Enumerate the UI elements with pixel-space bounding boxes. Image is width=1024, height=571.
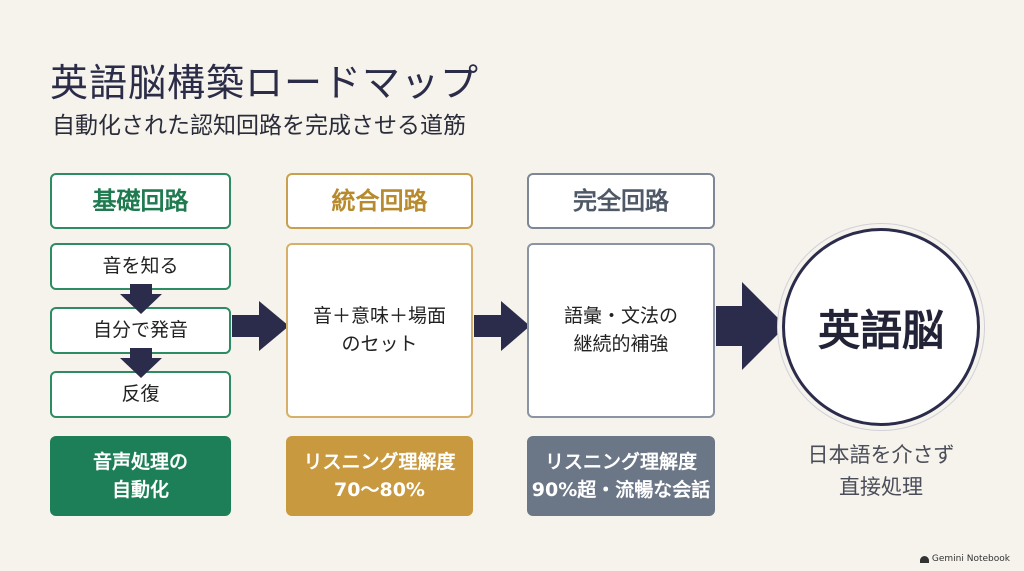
down-arrow-icon bbox=[120, 348, 162, 378]
watermark: Gemini Notebook bbox=[919, 554, 1010, 564]
footer-line: 音声処理の bbox=[92, 450, 188, 473]
stage-footer-integration: リスニング理解度 70〜80% bbox=[286, 436, 473, 516]
right-arrow-icon bbox=[232, 301, 289, 351]
stage-footer-basic: 音声処理の 自動化 bbox=[50, 436, 231, 516]
step-box-know-sounds: 音を知る bbox=[50, 243, 231, 290]
footer-line: リスニング理解度 bbox=[303, 450, 456, 473]
note-line: 日本語を介さず bbox=[807, 443, 955, 467]
stage-header-basic: 基礎回路 bbox=[50, 173, 231, 229]
right-arrow-icon bbox=[474, 301, 530, 351]
stage-header-complete: 完全回路 bbox=[527, 173, 715, 229]
page-subtitle: 自動化された認知回路を完成させる道筋 bbox=[52, 113, 466, 139]
stage-header-integration: 統合回路 bbox=[286, 173, 473, 229]
footer-line: リスニング理解度 bbox=[544, 450, 697, 473]
footer-line: 90%超・流暢な会話 bbox=[531, 479, 711, 501]
note-line: 直接処理 bbox=[839, 474, 923, 499]
watermark-text: Gemini Notebook bbox=[931, 554, 1010, 564]
footer-line: 70〜80% bbox=[334, 479, 425, 501]
footer-line: 自動化 bbox=[111, 479, 169, 501]
down-arrow-icon bbox=[120, 284, 162, 314]
step-box-pronounce: 自分で発音 bbox=[50, 307, 231, 354]
page-title: 英語脳構築ロードマップ bbox=[50, 61, 480, 105]
body-line: 継続的補強 bbox=[573, 332, 669, 355]
stage-body-complete: 語彙・文法の 継続的補強 bbox=[527, 243, 715, 418]
stage-body-integration: 音＋意味＋場面 のセット bbox=[286, 243, 473, 418]
right-arrow-icon bbox=[716, 282, 786, 370]
body-line: 音＋意味＋場面 bbox=[312, 304, 446, 327]
stage-footer-complete: リスニング理解度 90%超・流暢な会話 bbox=[527, 436, 715, 516]
step-box-repeat: 反復 bbox=[50, 371, 231, 418]
goal-circle: 英語脳 bbox=[782, 228, 980, 426]
body-line: 語彙・文法の bbox=[563, 304, 678, 327]
body-line: のセット bbox=[341, 332, 418, 355]
goal-note: 日本語を介さず 直接処理 bbox=[782, 440, 980, 503]
notebook-icon bbox=[919, 555, 929, 563]
